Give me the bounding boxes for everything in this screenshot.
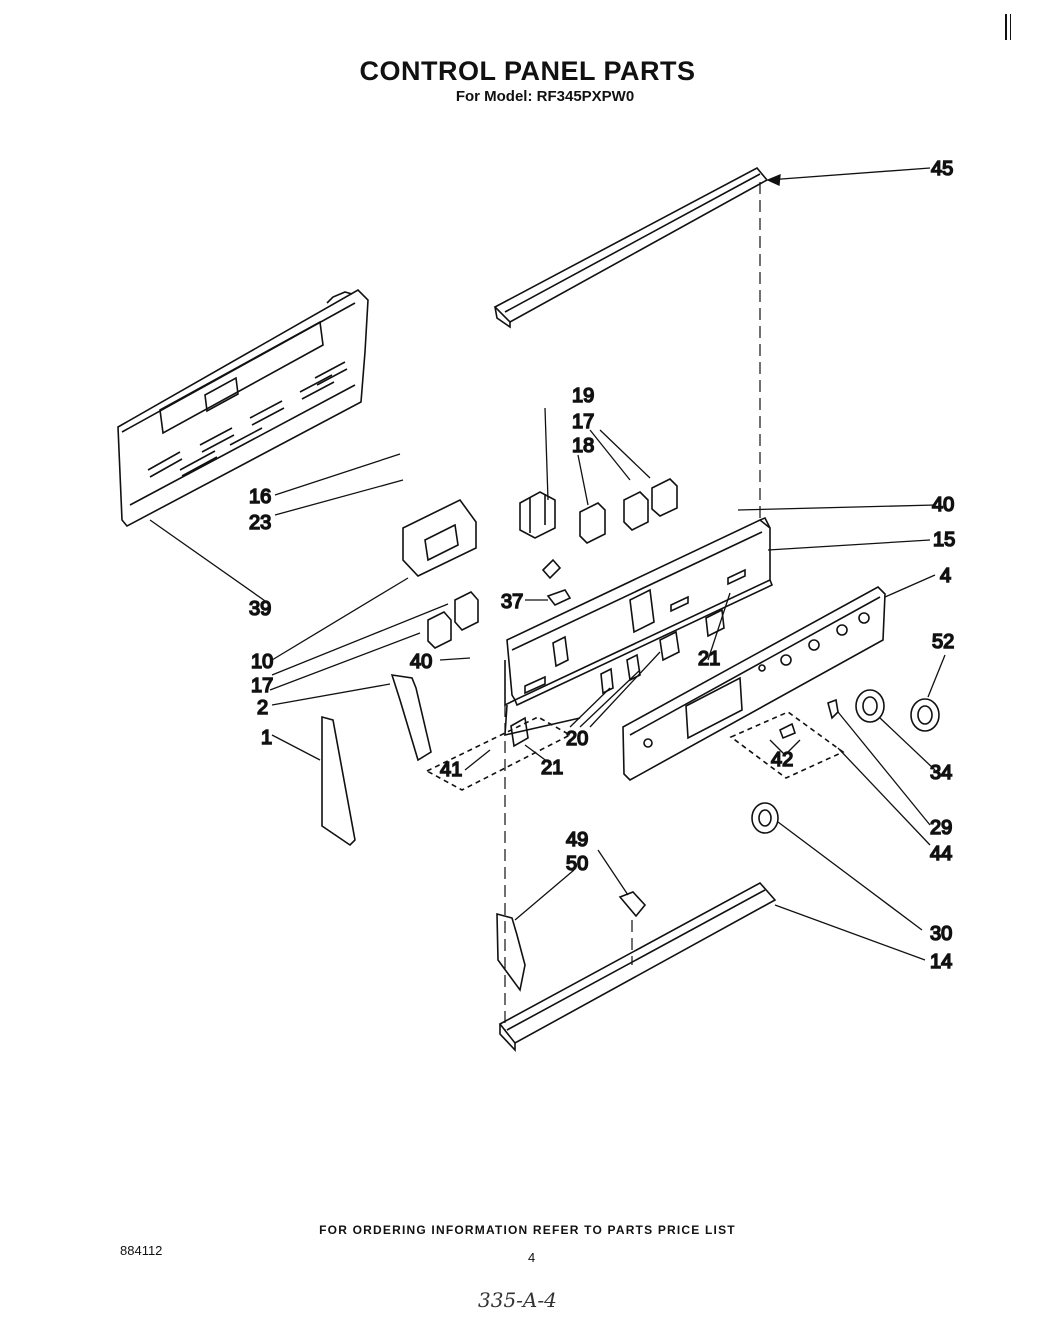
part-42-indicator — [778, 722, 796, 740]
callout-40: 40 — [932, 494, 954, 516]
part-29-insert — [827, 698, 839, 720]
callout-17: 17 — [251, 675, 273, 697]
document-code: 884112 — [120, 1243, 163, 1258]
part-45-trim-strip — [493, 166, 769, 329]
callout-49: 49 — [566, 829, 588, 851]
corner-registration-mark — [1005, 14, 1011, 40]
callout-44: 44 — [930, 843, 952, 865]
part-15-end-cap — [759, 516, 771, 529]
leader-lines — [149, 167, 946, 961]
part-21-clip-upper — [705, 608, 725, 638]
part-20-clip-1 — [600, 667, 614, 695]
callout-37: 37 — [501, 591, 523, 613]
page-title: CONTROL PANEL PARTS — [359, 56, 696, 86]
callout-14: 14 — [930, 951, 952, 973]
callout-21: 21 — [698, 648, 720, 670]
callout-1: 1 — [261, 727, 272, 749]
part-52-knob — [910, 698, 940, 732]
part-49-bracket — [618, 891, 647, 918]
callout-45: 45 — [931, 158, 953, 180]
part-21-clip — [510, 716, 529, 748]
callout-18: 18 — [572, 435, 594, 457]
part-1-side-plate — [321, 715, 356, 847]
callout-42: 42 — [771, 749, 793, 771]
model-subtitle: For Model: RF345PXPW0 — [455, 88, 635, 105]
callout-16: 16 — [249, 486, 271, 508]
part-30-knob — [751, 802, 779, 834]
callout-39: 39 — [249, 598, 271, 620]
callout-30: 30 — [930, 923, 952, 945]
callout-17: 17 — [572, 411, 594, 433]
handwritten-reference: 335-A-4 — [478, 1288, 557, 1312]
callout-4: 4 — [940, 565, 951, 587]
callout-41: 41 — [440, 759, 462, 781]
part-50-bracket — [496, 912, 526, 992]
part-20-clip-3 — [659, 630, 680, 662]
switches-group — [402, 478, 678, 649]
callout-23: 23 — [249, 512, 271, 534]
callout-19: 19 — [572, 385, 594, 407]
ordering-note: FOR ORDERING INFORMATION REFER TO PARTS … — [319, 1223, 736, 1237]
callout-10: 10 — [251, 651, 273, 673]
part-20-clip-2 — [626, 653, 641, 682]
callout-52: 52 — [932, 631, 954, 653]
callout-15: 15 — [933, 529, 955, 551]
part-2-bracket — [390, 674, 432, 762]
callout-2: 2 — [257, 697, 268, 719]
part-21-bracket — [425, 711, 845, 791]
part-14-bottom-trim — [498, 881, 777, 1053]
callout-34: 34 — [930, 762, 952, 784]
page-number: 4 — [528, 1250, 536, 1265]
part-34-knob — [855, 689, 885, 723]
part-4-front-panel — [622, 586, 886, 781]
callout-29: 29 — [930, 817, 952, 839]
part-39-rear-panel — [117, 289, 369, 528]
callout-20: 20 — [566, 728, 588, 750]
callout-50: 50 — [566, 853, 588, 875]
alignment-lines — [504, 182, 761, 1030]
callout-21: 21 — [541, 757, 563, 779]
callout-40: 40 — [410, 651, 432, 673]
